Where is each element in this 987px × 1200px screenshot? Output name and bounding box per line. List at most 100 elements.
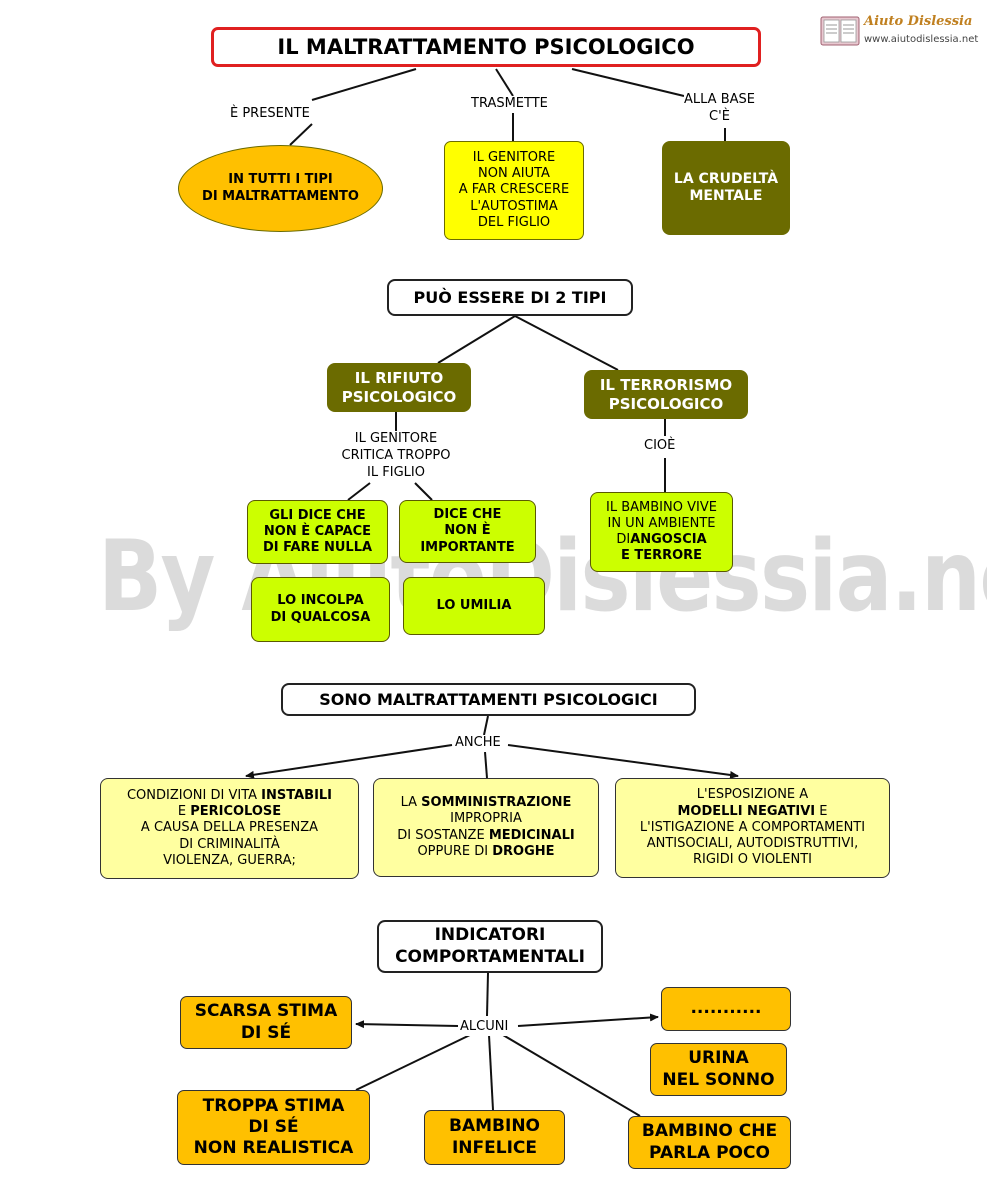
- node-text-line: L'ISTIGAZIONE A COMPORTAMENTI: [639, 819, 866, 835]
- book-icon: [820, 16, 860, 46]
- site-logo[interactable]: Aiuto Dislessia www.aiutodislessia.net: [818, 14, 978, 50]
- label-that-is: CIOÈ: [644, 438, 676, 455]
- node-text-fragment: MEDICINALI: [488, 827, 575, 843]
- node-text-fragment: DI: [616, 532, 631, 547]
- node-text-line: COMPORTAMENTALI: [395, 946, 585, 967]
- node-cruelty: LA CRUDELTÀ MENTALE: [662, 141, 790, 235]
- node-bedwetting: URINA NEL SONNO: [650, 1043, 787, 1096]
- node-text-fragment: SOMMINISTRAZIONE: [421, 795, 572, 810]
- node-text-line: LA SOMMINISTRAZIONE: [401, 795, 572, 811]
- node-text-line: NON REALISTICA: [193, 1138, 354, 1159]
- node-text-line: CONDIZIONI DI VITA INSTABILI: [127, 788, 332, 804]
- node-text-line: A CAUSA DELLA PRESENZA: [140, 820, 319, 836]
- node-text-line: DI QUALCOSA: [270, 609, 371, 625]
- node-text-fragment: PERICOLOSE: [190, 804, 282, 820]
- node-negative-models: L'ESPOSIZIONE A MODELLI NEGATIVI E L'IST…: [615, 778, 890, 878]
- node-text-line: INDICATORI: [434, 925, 546, 946]
- node-text-fragment: INSTABILI: [261, 787, 333, 803]
- main-title-text: IL MALTRATTAMENTO PSICOLOGICO: [277, 34, 695, 59]
- node-text-line: IN TUTTI I TIPI: [228, 172, 333, 188]
- node-text-line: A FAR CRESCERE: [458, 182, 570, 198]
- node-text-line: C'È: [709, 108, 730, 124]
- node-text-line: NON È: [444, 523, 491, 539]
- node-parent-no-help: IL GENITORE NON AIUTA A FAR CRESCERE L'A…: [444, 141, 584, 240]
- node-text-line: ...........: [690, 998, 762, 1019]
- label-base: ALLA BASE C'È: [684, 92, 755, 126]
- node-text-line: PUÒ ESSERE DI 2 TIPI: [413, 287, 607, 307]
- node-text-line: L'AUTOSTIMA: [470, 198, 558, 214]
- node-text-fragment: E: [815, 803, 828, 819]
- node-text-line: NON AIUTA: [478, 166, 550, 182]
- node-text-line: PARLA POCO: [649, 1142, 770, 1163]
- label-present: È PRESENTE: [230, 106, 310, 123]
- node-text-line: INFELICE: [451, 1137, 538, 1158]
- node-text-line: L'ESPOSIZIONE A: [696, 787, 809, 803]
- node-text-fragment: OPPURE DI: [417, 843, 493, 859]
- node-text-line: IN UN AMBIENTE: [607, 515, 716, 531]
- node-living-conditions: CONDIZIONI DI VITA INSTABILI E PERICOLOS…: [100, 778, 359, 879]
- node-text-line: DI SÉ: [240, 1022, 292, 1043]
- node-text-line: DI MALTRATTAMENTO: [202, 188, 359, 204]
- node-blames: LO INCOLPA DI QUALCOSA: [251, 577, 390, 642]
- node-text-line: DIANGOSCIA: [616, 532, 706, 548]
- node-text-line: IL RIFIUTO: [354, 368, 444, 387]
- node-all-types: IN TUTTI I TIPI DI MALTRATTAMENTO: [178, 145, 383, 232]
- main-title: IL MALTRATTAMENTO PSICOLOGICO: [211, 27, 761, 67]
- node-text-line: OPPURE DI DROGHE: [417, 844, 554, 860]
- node-text-line: GLI DICE CHE: [269, 507, 366, 523]
- node-humiliates: LO UMILIA: [403, 577, 545, 635]
- node-text-line: BAMBINO CHE: [641, 1121, 778, 1142]
- node-text-line: DICE CHE: [433, 507, 502, 523]
- node-text-line: ALLA BASE: [684, 92, 755, 107]
- node-text-line: VIOLENZA, GUERRA;: [163, 852, 296, 868]
- node-text-line: DI SÉ: [248, 1116, 299, 1137]
- node-text-line: CRITICA TROPPO: [341, 447, 451, 463]
- node-text-line: MENTALE: [689, 188, 763, 204]
- node-text-line: DI CRIMINALITÀ: [179, 836, 280, 852]
- node-text-line: TROPPA STIMA: [202, 1095, 345, 1116]
- node-text-line: IL FIGLIO: [367, 464, 425, 480]
- node-text-line: URINA: [688, 1048, 749, 1069]
- node-low-self-esteem: SCARSA STIMA DI SÉ: [180, 996, 352, 1049]
- logo-url: www.aiutodislessia.net: [864, 34, 979, 45]
- node-unhappy-child: BAMBINO INFELICE: [424, 1110, 565, 1165]
- node-text-line: SONO MALTRATTAMENTI PSICOLOGICI: [319, 689, 658, 709]
- node-text-line: DI FARE NULLA: [262, 540, 373, 556]
- node-text-line: E PERICOLOSE: [178, 804, 281, 820]
- node-child-lives: IL BAMBINO VIVE IN UN AMBIENTE DIANGOSCI…: [590, 492, 733, 572]
- node-text-line: SCARSA STIMA: [194, 1001, 338, 1022]
- node-text-line: NEL SONNO: [662, 1069, 775, 1090]
- node-text-fragment: LA: [400, 795, 422, 810]
- node-quiet-child: BAMBINO CHE PARLA POCO: [628, 1116, 791, 1169]
- node-text-fragment: DROGHE: [492, 843, 555, 859]
- node-text-line: E TERRORE: [620, 548, 703, 564]
- label-parent-criticizes: IL GENITORE CRITICA TROPPO IL FIGLIO: [330, 431, 462, 482]
- node-terror: IL TERRORISMO PSICOLOGICO: [584, 370, 748, 419]
- node-ellipsis: ...........: [661, 987, 791, 1031]
- label-transmits: TRASMETTE: [471, 96, 548, 113]
- node-not-important: DICE CHE NON È IMPORTANTE: [399, 500, 536, 563]
- node-text-fragment: CONDIZIONI DI VITA: [126, 787, 262, 803]
- node-text-fragment: ANGOSCIA: [630, 532, 707, 547]
- node-text-line: IMPROPRIA: [450, 811, 522, 827]
- node-text-line: LA CRUDELTÀ: [673, 170, 779, 187]
- node-text-line: LO INCOLPA: [277, 593, 364, 609]
- node-text-line: PSICOLOGICO: [608, 394, 724, 413]
- node-text-line: IL GENITORE: [354, 431, 438, 446]
- node-text-line: LO UMILIA: [436, 597, 512, 613]
- label-some: ALCUNI: [460, 1019, 509, 1036]
- node-text-line: BAMBINO: [449, 1116, 540, 1137]
- node-text-line: RIGIDI O VIOLENTI: [692, 852, 813, 868]
- also-heading: SONO MALTRATTAMENTI PSICOLOGICI: [281, 683, 696, 716]
- indicators-heading: INDICATORI COMPORTAMENTALI: [377, 920, 603, 973]
- node-text-line: IL BAMBINO VIVE: [606, 499, 717, 515]
- node-text-line: NON È CAPACE: [263, 523, 372, 539]
- types-heading: PUÒ ESSERE DI 2 TIPI: [387, 279, 633, 316]
- node-text-line: ANTISOCIALI, AUTODISTRUTTIVI,: [646, 836, 859, 852]
- node-text-line: DI SOSTANZE MEDICINALI: [397, 828, 574, 844]
- node-rejection: IL RIFIUTO PSICOLOGICO: [327, 363, 471, 412]
- node-not-capable: GLI DICE CHE NON È CAPACE DI FARE NULLA: [247, 500, 388, 564]
- label-also: ANCHE: [455, 735, 501, 752]
- node-text-line: IL TERRORISMO: [599, 375, 733, 394]
- node-text-line: PSICOLOGICO: [341, 387, 457, 406]
